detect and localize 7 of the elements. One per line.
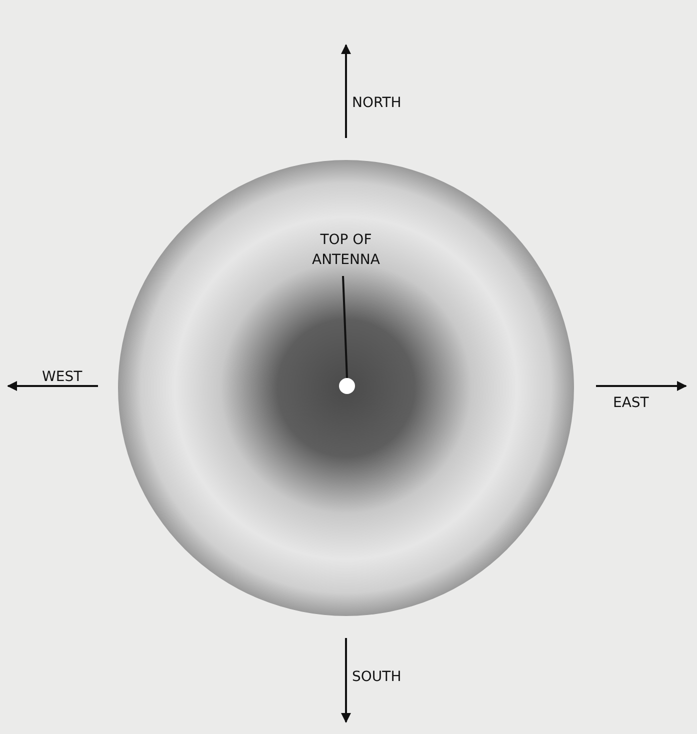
direction-label: NORTH [352, 94, 402, 113]
direction-label: SOUTH [352, 668, 402, 687]
direction-label: EAST [613, 394, 649, 413]
direction-label: WEST [42, 368, 82, 387]
callout-label: TOP OF ANTENNA [311, 231, 381, 270]
leader-line [342, 276, 348, 378]
antenna-dot [339, 378, 355, 394]
